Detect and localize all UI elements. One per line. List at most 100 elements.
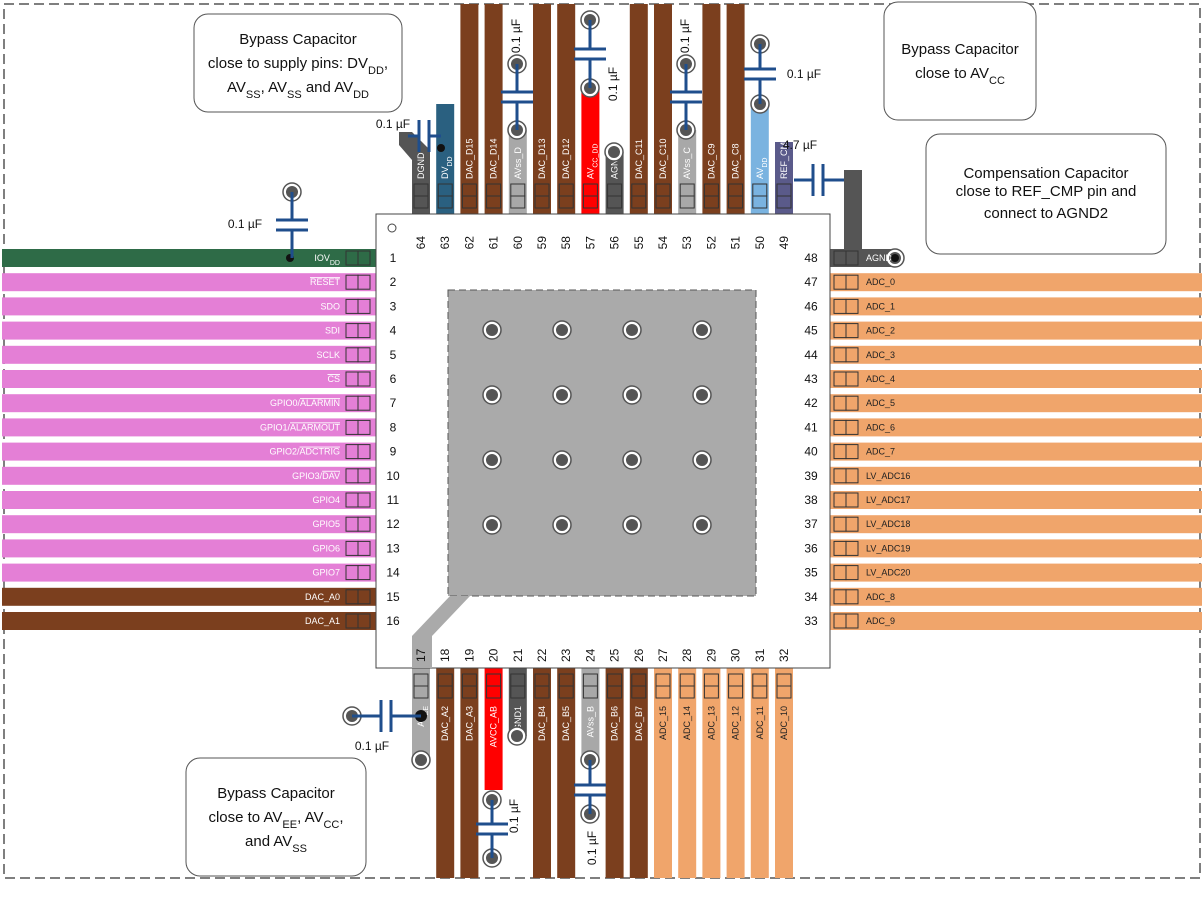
right-pad2-41 xyxy=(845,419,859,435)
right-label-48: AGND2 xyxy=(866,253,897,263)
right-pad2-39 xyxy=(845,468,859,484)
cap-avcc-label: 0.1 µF xyxy=(606,67,620,101)
right-label-47: ADC_0 xyxy=(866,277,895,287)
bottom-trace-18 xyxy=(436,668,455,878)
bottom-label-29: ADC_13 xyxy=(706,706,716,740)
right-trace-34 xyxy=(830,587,1202,606)
top-label-62: DAC_D15 xyxy=(464,138,474,179)
left-label-7: GPIO0/ALARMIN xyxy=(270,398,340,408)
bottom-pad2-21 xyxy=(510,685,526,699)
cap-avssc-label: 0.1 µF xyxy=(678,19,692,53)
bottom-pad2-27 xyxy=(655,685,671,699)
right-pad2-46 xyxy=(845,298,859,314)
left-pad2-6 xyxy=(357,371,371,387)
top-label-51: DAC_C8 xyxy=(731,143,741,179)
right-pin-num-34: 34 xyxy=(804,590,818,604)
top-pad2-58 xyxy=(558,183,574,197)
bottom-pad2-30 xyxy=(728,685,744,699)
left-label-a-10: GPIO3/ xyxy=(292,471,323,481)
right-pad2-44 xyxy=(845,347,859,363)
note-avee-line2-part-1: EE xyxy=(282,819,297,831)
right-pin-num-45: 45 xyxy=(804,324,818,338)
thermal-via-3-0-core xyxy=(486,519,498,531)
right-label-34: ADC_8 xyxy=(866,592,895,602)
left-pin-num-14: 14 xyxy=(386,566,400,580)
right-pin-num-36: 36 xyxy=(804,541,818,555)
thermal-via-0-2-core xyxy=(626,324,638,336)
left-trace-4 xyxy=(2,321,376,340)
bottom-pin-num-31: 31 xyxy=(753,648,767,662)
top-trace-55 xyxy=(629,4,648,214)
top-pin-num-54: 54 xyxy=(656,236,670,250)
top-pin-num-51: 51 xyxy=(729,236,743,250)
note-avcc-line1-part-0: Bypass Capacitor xyxy=(901,41,1019,58)
left-label-12: GPIO5 xyxy=(312,519,340,529)
left-label-2: RESET xyxy=(310,277,341,287)
bottom-pad2-31 xyxy=(752,685,768,699)
bottom-trace-24 xyxy=(581,668,600,760)
top-trace-50 xyxy=(750,104,769,214)
thermal-via-3-3-core xyxy=(696,519,708,531)
right-pad2-36 xyxy=(845,540,859,556)
top-label-50: AVDD xyxy=(755,158,769,179)
left-label-8: GPIO1/ALARMOUT xyxy=(260,422,341,432)
right-pin-num-41: 41 xyxy=(804,420,818,434)
thermal-via-0-1-core xyxy=(556,324,568,336)
right-pin-num-48: 48 xyxy=(804,251,818,265)
note-dvdd-line3: AVSS, AVSS and AVDD xyxy=(227,79,369,101)
left-label-b-10: DAV xyxy=(322,471,340,481)
right-pin-num-47: 47 xyxy=(804,275,818,289)
left-trace-12 xyxy=(2,515,376,534)
note-dvdd-line2-part-0: close to supply pins: DV xyxy=(208,55,368,72)
note-avee-line2-part-2: , AV xyxy=(297,809,323,826)
left-trace-13 xyxy=(2,539,376,558)
cap-avccab-label: 0.1 µF xyxy=(507,799,521,833)
left-label-5: SCLK xyxy=(316,350,340,360)
bottom-pad2-18 xyxy=(437,685,453,699)
right-trace-38 xyxy=(830,491,1202,509)
note-dvdd-line2-part-2: , xyxy=(384,55,388,72)
top-pad2-60 xyxy=(510,183,526,197)
top-label-50-sub: DD xyxy=(761,158,768,168)
top-pad2-56 xyxy=(607,183,623,197)
left-label-1-sub: DD xyxy=(330,260,340,267)
bottom-label-26: DAC_B7 xyxy=(634,706,644,741)
right-label-45: ADC_2 xyxy=(866,326,895,336)
right-pin-num-42: 42 xyxy=(804,396,818,410)
top-trace-51 xyxy=(726,4,745,214)
top-pad2-59 xyxy=(534,183,550,197)
agnd2-vertical xyxy=(844,170,862,267)
bottom-label-22: DAC_B4 xyxy=(537,706,547,741)
left-trace-15 xyxy=(2,587,376,606)
bottom-trace-19 xyxy=(460,668,479,878)
left-label-16: DAC_A1 xyxy=(305,616,340,626)
right-label-38: LV_ADC17 xyxy=(866,495,910,505)
top-pad2-51 xyxy=(728,183,744,197)
top-pin-num-49: 49 xyxy=(777,236,791,250)
chip-layer: 1234567891011121314151648474645444342414… xyxy=(375,213,831,669)
note-avee-line1: Bypass Capacitor xyxy=(217,785,335,802)
note-avee-line2: close to AVEE, AVCC, xyxy=(208,809,343,831)
note-avee-line2-part-0: close to AV xyxy=(208,809,282,826)
left-pin-num-1: 1 xyxy=(390,251,397,265)
right-label-43: ADC_4 xyxy=(866,374,895,384)
right-pad2-43 xyxy=(845,371,859,387)
left-trace-14 xyxy=(2,563,376,582)
left-pad2-3 xyxy=(357,298,371,314)
top-pad2-54 xyxy=(655,183,671,197)
top-trace-58 xyxy=(557,4,576,214)
bottom-label-31: ADC_11 xyxy=(755,706,765,739)
top-pin-num-56: 56 xyxy=(608,236,622,250)
right-pin-num-40: 40 xyxy=(804,445,818,459)
left-label-4: SDI xyxy=(325,326,340,336)
left-pin-num-12: 12 xyxy=(386,517,400,531)
traces-layer: IOVDDRESETSDOSDISCLKCSGPIO0/ALARMINGPIO1… xyxy=(2,4,1202,878)
right-pin-num-44: 44 xyxy=(804,348,818,362)
top-label-57-sub: CC_DD xyxy=(592,144,599,168)
left-label-3: SDO xyxy=(320,301,340,311)
avee-pad-trace xyxy=(412,596,470,668)
note-comp-line1-part-0: Compensation Capacitor xyxy=(963,165,1128,182)
left-label-1-base: IOV xyxy=(314,253,330,263)
right-pin-num-33: 33 xyxy=(804,614,818,628)
note-avee-line2-part-4: , xyxy=(339,809,343,826)
